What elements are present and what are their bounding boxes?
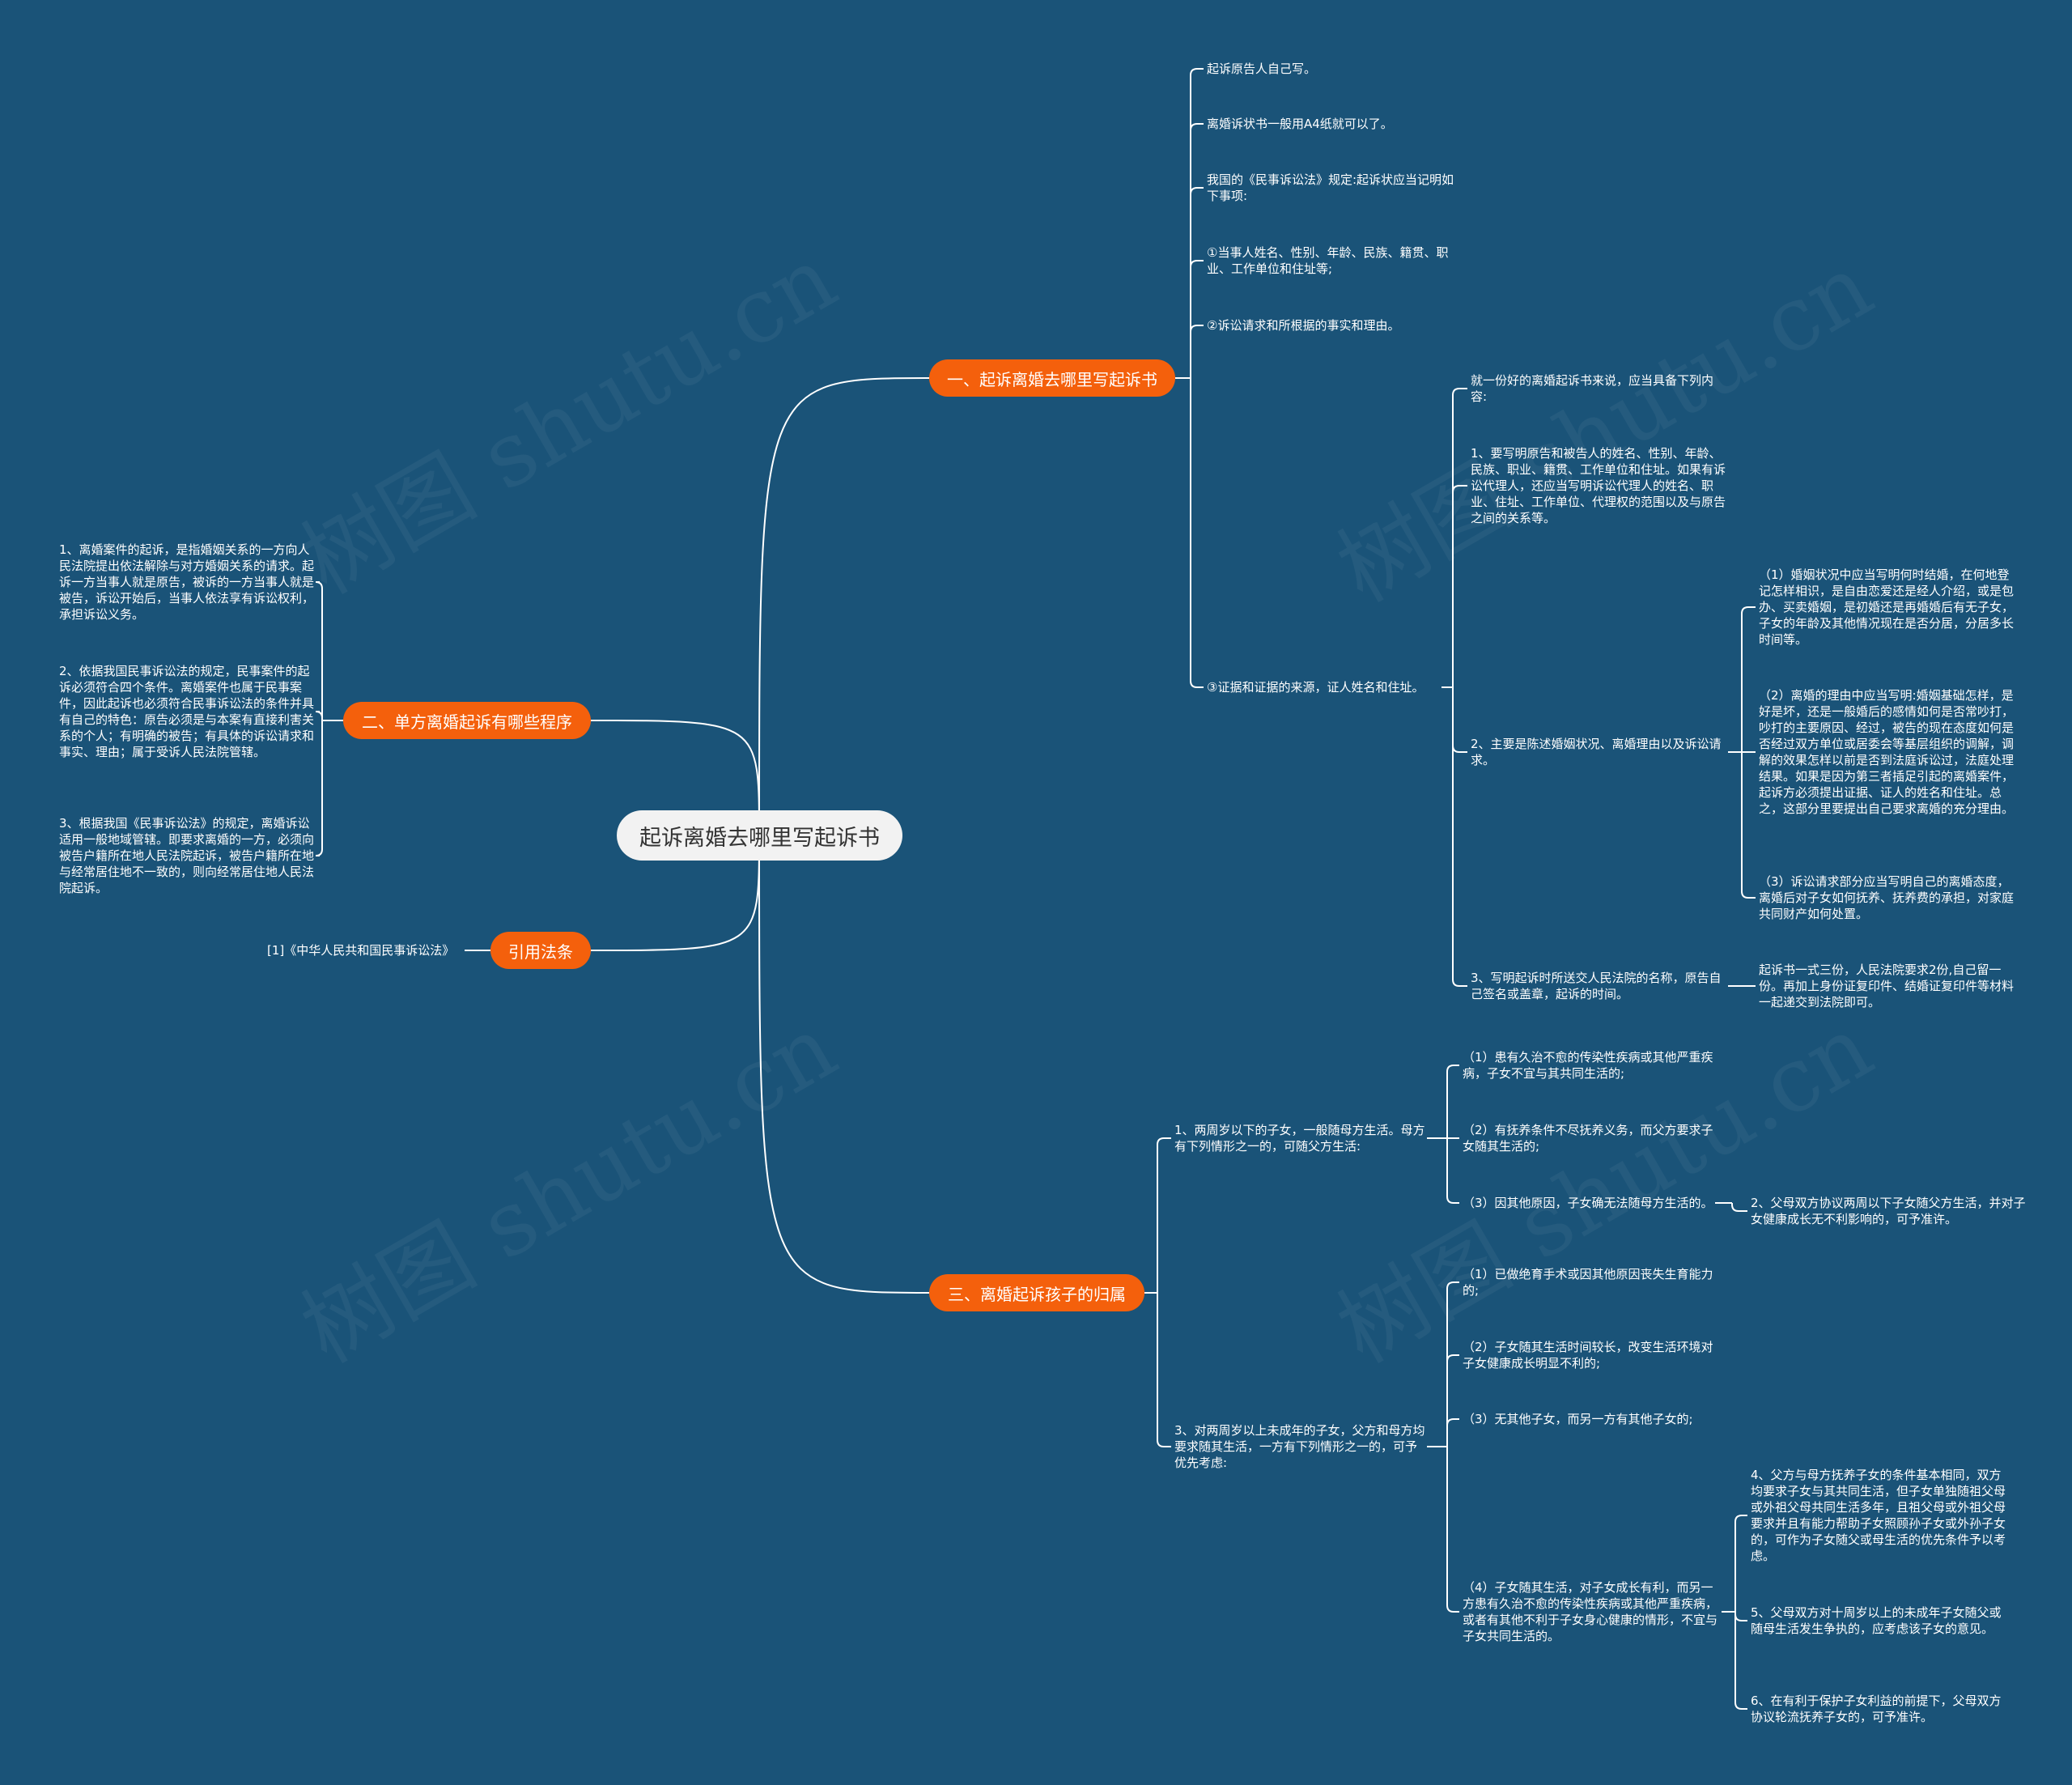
topic-node[interactable]: （4）子女随其生活，对子女成长有利，而另一方患有久治不愈的传染性疾病或其他严重疾… bbox=[1463, 1580, 1718, 1643]
branch-citation[interactable]: 引用法条 bbox=[490, 932, 591, 969]
connector-line bbox=[315, 711, 323, 720]
connector-line bbox=[590, 720, 760, 836]
connector-line bbox=[1446, 1065, 1459, 1138]
connector-line bbox=[1734, 1612, 1747, 1710]
connector-line bbox=[1452, 687, 1467, 987]
topic-node[interactable]: 我国的《民事诉讼法》规定:起诉状应当记明如下事项: bbox=[1207, 172, 1454, 203]
branch-where-to-write[interactable]: 一、起诉离婚去哪里写起诉书 bbox=[929, 359, 1175, 397]
topic-node[interactable]: 5、父母双方对十周岁以上的未成年子女随父或随母生活发生争执的，应考虑该子女的意见… bbox=[1751, 1605, 2002, 1636]
topic-node[interactable]: ③证据和证据的来源，证人姓名和住址。 bbox=[1207, 680, 1424, 695]
topic-node[interactable]: （2）离婚的理由中应当写明:婚姻基础怎样，是好是坏，还是一般婚后的感情如何是否常… bbox=[1759, 688, 2015, 816]
connector-line bbox=[1446, 1354, 1459, 1447]
connector-line bbox=[1446, 1447, 1459, 1613]
connector-line bbox=[1731, 1203, 1747, 1212]
topic-node[interactable]: （1）婚姻状况中应当写明何时结婚，在何地登记怎样相识，是自由恋爱还是经人介绍，或… bbox=[1759, 567, 2015, 647]
connector-line bbox=[1190, 68, 1204, 378]
topic-node[interactable]: 2、依据我国民事诉讼法的规定，民事案件的起诉必须符合四个条件。离婚案件也属于民事… bbox=[59, 664, 315, 759]
connector-line bbox=[1452, 687, 1467, 753]
topic-node[interactable]: 起诉书一式三份，人民法院要求2份,自己留一份。再加上身份证复印件、结婚证复印件等… bbox=[1759, 963, 2015, 1009]
connector-line bbox=[1190, 325, 1204, 378]
topic-node[interactable]: 2、父母双方协议两周以下子女随父方生活，并对子女健康成长无不利影响的，可予准许。 bbox=[1751, 1196, 2026, 1226]
connector-line bbox=[1446, 1281, 1459, 1447]
connector-line bbox=[1190, 378, 1204, 688]
connector-line bbox=[1452, 485, 1467, 687]
connector-line bbox=[1446, 1138, 1459, 1204]
connector-line bbox=[1741, 606, 1756, 752]
connector-line bbox=[590, 835, 760, 951]
connector-line bbox=[1734, 1515, 1747, 1612]
topic-node[interactable]: 起诉原告人自己写。 bbox=[1207, 62, 1317, 76]
topic-node[interactable]: （3）诉讼请求部分应当写明自己的离婚态度，离婚后对子女如何抚养、抚养费的承担，对… bbox=[1759, 874, 2015, 921]
topic-node[interactable]: 4、父方与母方抚养子女的条件基本相同，双方均要求子女与其共同生活，但子女单独随祖… bbox=[1751, 1468, 2006, 1563]
connector-line bbox=[758, 835, 930, 1294]
topic-node[interactable]: ①当事人姓名、性别、年龄、民族、籍贯、职业、工作单位和住址等; bbox=[1207, 245, 1449, 276]
connector-line bbox=[315, 720, 323, 856]
connector-line bbox=[1190, 187, 1204, 378]
topic-node[interactable]: 1、离婚案件的起诉，是指婚姻关系的一方向人民法院提出依法解除与对方婚姻关系的请求… bbox=[59, 542, 315, 622]
topic-node[interactable]: 2、主要是陈述婚姻状况、离婚理由以及诉讼请求。 bbox=[1471, 737, 1722, 767]
topic-node[interactable]: 3、根据我国《民事诉讼法》的规定，离婚诉讼适用一般地域管辖。即要求离婚的一方，必… bbox=[59, 816, 315, 895]
topic-node[interactable]: （2）有抚养条件不尽抚养义务，而父方要求子女随其生活的; bbox=[1463, 1123, 1713, 1154]
topic-node[interactable]: 3、写明起诉时所送交人民法院的名称，原告自己签名或盖章，起诉的时间。 bbox=[1471, 971, 1722, 1001]
connector-line bbox=[1452, 388, 1467, 687]
connector-line bbox=[1157, 1293, 1171, 1447]
connector-line bbox=[1190, 260, 1204, 378]
topic-node[interactable]: 3、对两周岁以上未成年的子女，父方和母方均要求随其生活，一方有下列情形之一的，可… bbox=[1174, 1423, 1425, 1470]
topic-node[interactable]: ②诉讼请求和所根据的事实和理由。 bbox=[1207, 318, 1400, 333]
branch-unilateral-procedure[interactable]: 二、单方离婚起诉有哪些程序 bbox=[343, 702, 591, 739]
topic-node[interactable]: （1）患有久治不愈的传染性疾病或其他严重疾病，子女不宜与其共同生活的; bbox=[1463, 1050, 1713, 1081]
topic-node[interactable]: 1、两周岁以下的子女，一般随母方生活。母方有下列情形之一的，可随父方生活: bbox=[1174, 1123, 1425, 1154]
topic-node[interactable]: （1）已做绝育手术或因其他原因丧失生育能力的; bbox=[1463, 1267, 1713, 1298]
connector-line bbox=[1446, 1418, 1459, 1447]
connector-line bbox=[1734, 1612, 1747, 1621]
topic-node[interactable]: 1、要写明原告和被告人的姓名、性别、年龄、民族、职业、籍贯、工作单位和住址。如果… bbox=[1471, 446, 1726, 525]
branch-child-custody[interactable]: 三、离婚起诉孩子的归属 bbox=[929, 1274, 1144, 1311]
connector-line bbox=[1741, 752, 1756, 899]
connector-line bbox=[1157, 1137, 1171, 1293]
topic-node[interactable]: （3）无其他子女，而另一方有其他子女的; bbox=[1463, 1412, 1693, 1426]
connector-line bbox=[315, 581, 323, 720]
connector-line bbox=[758, 377, 930, 836]
topic-node[interactable]: （3）因其他原因，子女确无法随母方生活的。 bbox=[1463, 1196, 1713, 1210]
citation-law[interactable]: [1]《中华人民共和国民事诉讼法》 bbox=[267, 943, 455, 958]
central-topic[interactable]: 起诉离婚去哪里写起诉书 bbox=[617, 810, 902, 861]
connector-line bbox=[1190, 123, 1204, 378]
topic-node[interactable]: 6、在有利于保护子女利益的前提下，父母双方协议轮流抚养子女的，可予准许。 bbox=[1751, 1694, 2002, 1724]
topic-node[interactable]: 离婚诉状书一般用A4纸就可以了。 bbox=[1207, 117, 1393, 131]
topic-node[interactable]: 就一份好的离婚起诉书来说，应当具备下列内容: bbox=[1471, 373, 1714, 404]
topic-node[interactable]: （2）子女随其生活时间较长，改变生活环境对子女健康成长明显不利的; bbox=[1463, 1340, 1713, 1371]
